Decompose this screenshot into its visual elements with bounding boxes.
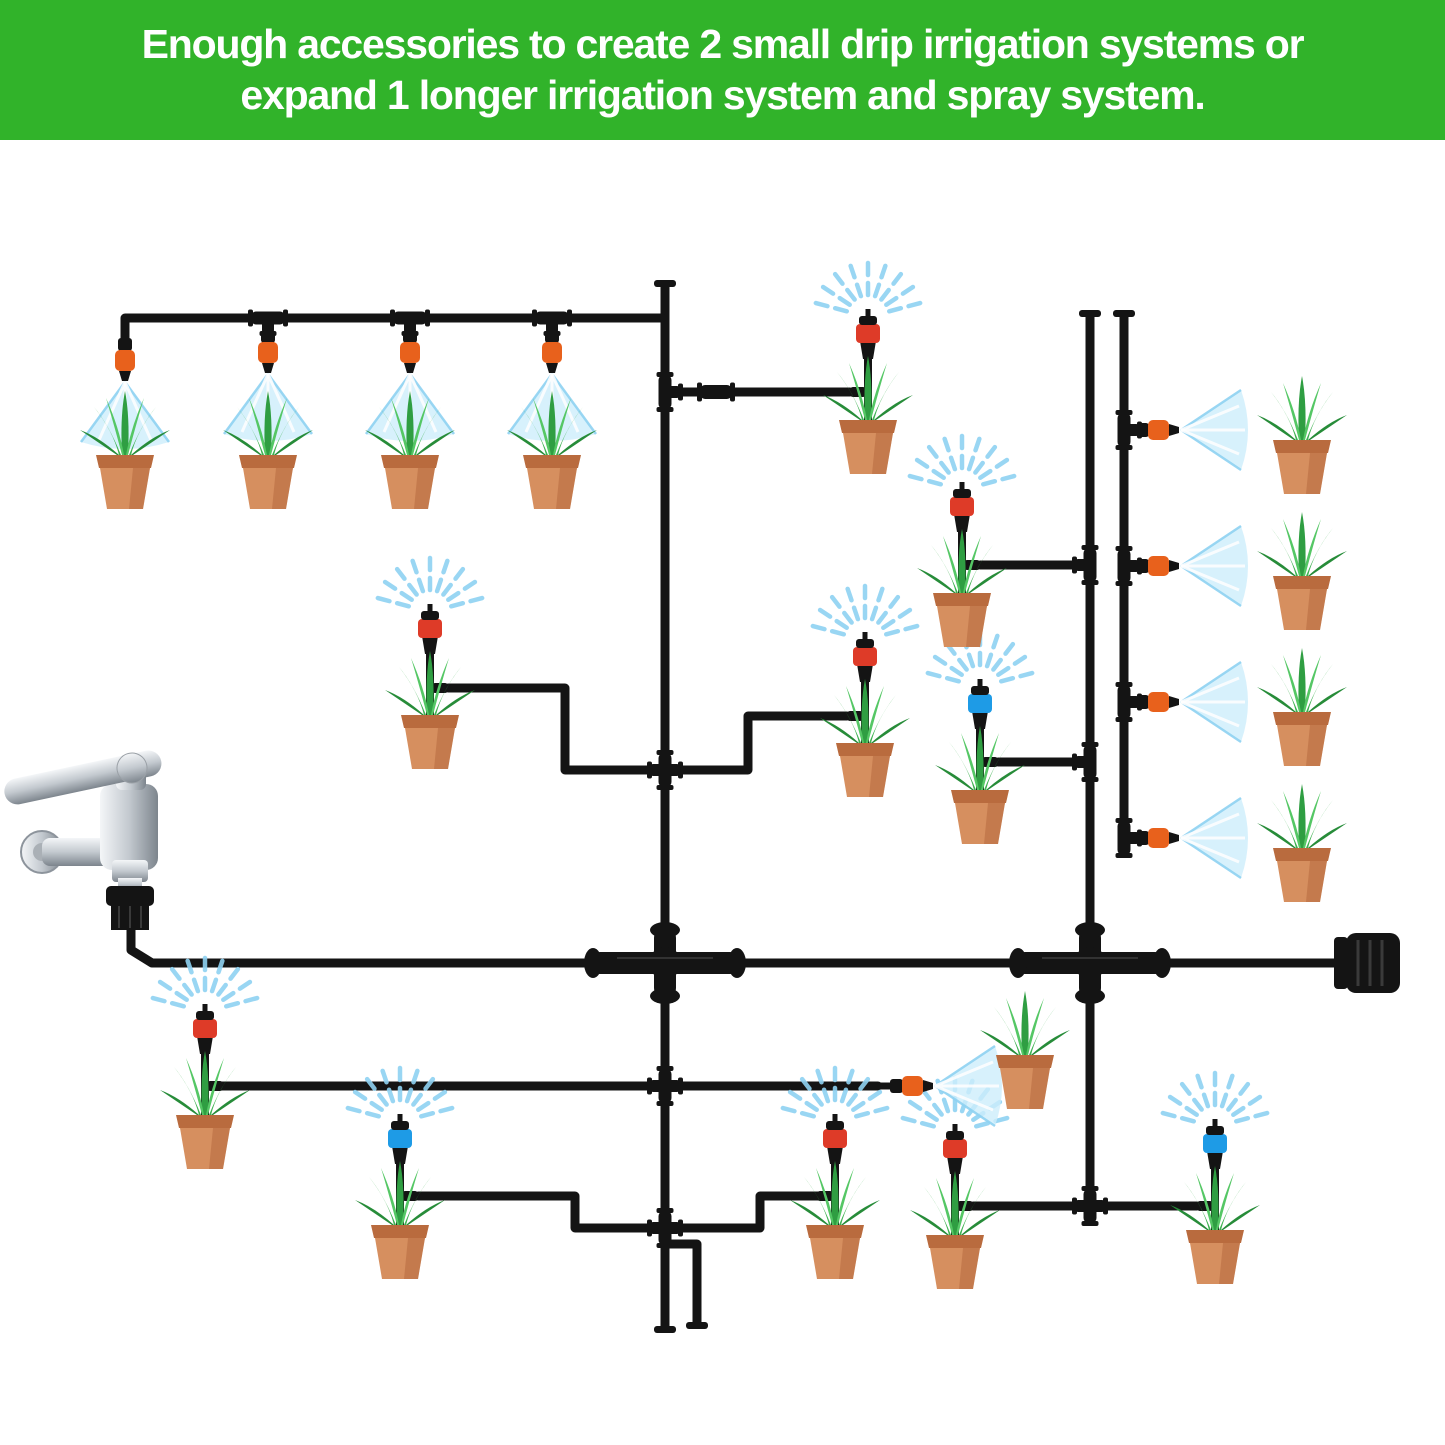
pipe [126,921,1349,968]
irrigation-diagram [4,260,1400,1333]
potted-plant [917,529,1007,647]
mister-nozzle [542,318,562,373]
potted-plant [1257,784,1347,902]
potted-plant [823,356,913,474]
plug-fitting [654,1316,676,1333]
tee-fitting [1072,742,1099,782]
pipe [663,711,852,775]
plug-fitting [654,280,676,298]
potted-plant [80,391,170,509]
potted-plant [355,1161,445,1279]
potted-plant [820,679,910,797]
spray-burst [780,1065,890,1119]
tee-fitting [647,750,683,790]
mister-nozzle [1124,692,1179,712]
tee-fitting [647,1208,683,1248]
spray-cone [1180,796,1248,880]
spray-burst [810,583,920,637]
pipe [413,1191,667,1233]
pipe [660,1239,702,1317]
pipe [663,1191,823,1233]
tee-fitting [656,372,683,412]
mister-nozzle [115,326,135,381]
plants [80,356,1347,1289]
cross-fitting [1009,922,1171,1004]
tee-fitting [1072,1186,1108,1226]
potted-plant [1257,376,1347,494]
plug-fitting [1113,310,1135,328]
plug-fitting [686,1312,708,1329]
spray-cone [1180,388,1248,472]
sprays [79,260,1270,1129]
spray-burst [375,555,485,609]
tee-fitting [1072,545,1099,585]
potted-plant [160,1051,250,1169]
pipes [120,293,1349,1321]
spray-burst [813,260,923,314]
potted-plant [980,991,1070,1109]
mister-nozzle [1124,828,1179,848]
spray-burst [345,1065,455,1119]
faucet [4,750,162,930]
potted-plant [365,391,455,509]
potted-plant [790,1161,880,1279]
spray-cone [934,1044,1002,1128]
banner-text-line1: Enough accessories to create 2 small dri… [141,20,1305,67]
tee-fitting [647,1066,683,1106]
plug-fitting [1079,310,1101,328]
potted-plant [1257,512,1347,630]
potted-plant [935,726,1025,844]
mister-nozzle [400,318,420,373]
spray-burst [1160,1070,1270,1124]
spray-cone [1180,660,1248,744]
potted-plant [385,651,475,769]
potted-plant [507,391,597,509]
potted-plant [1257,648,1347,766]
potted-plant [223,391,313,509]
spray-burst [907,433,1017,487]
spray-burst [150,955,260,1009]
pipe [443,683,667,775]
mister-nozzle [878,1076,933,1096]
end-cap [1334,933,1400,993]
spray-cone [1180,524,1248,608]
mister-nozzle [1124,556,1179,576]
banner-text-line2: expand 1 longer irrigation system and sp… [240,72,1205,118]
mister-nozzle [258,318,278,373]
coupler-fitting [697,382,735,402]
banner: Enough accessories to create 2 small dri… [0,0,1445,140]
potted-plant [910,1171,1000,1289]
faucet-handle [4,750,162,805]
mister-nozzle [1124,420,1179,440]
potted-plant [1170,1166,1260,1284]
cross-fitting [584,922,746,1004]
